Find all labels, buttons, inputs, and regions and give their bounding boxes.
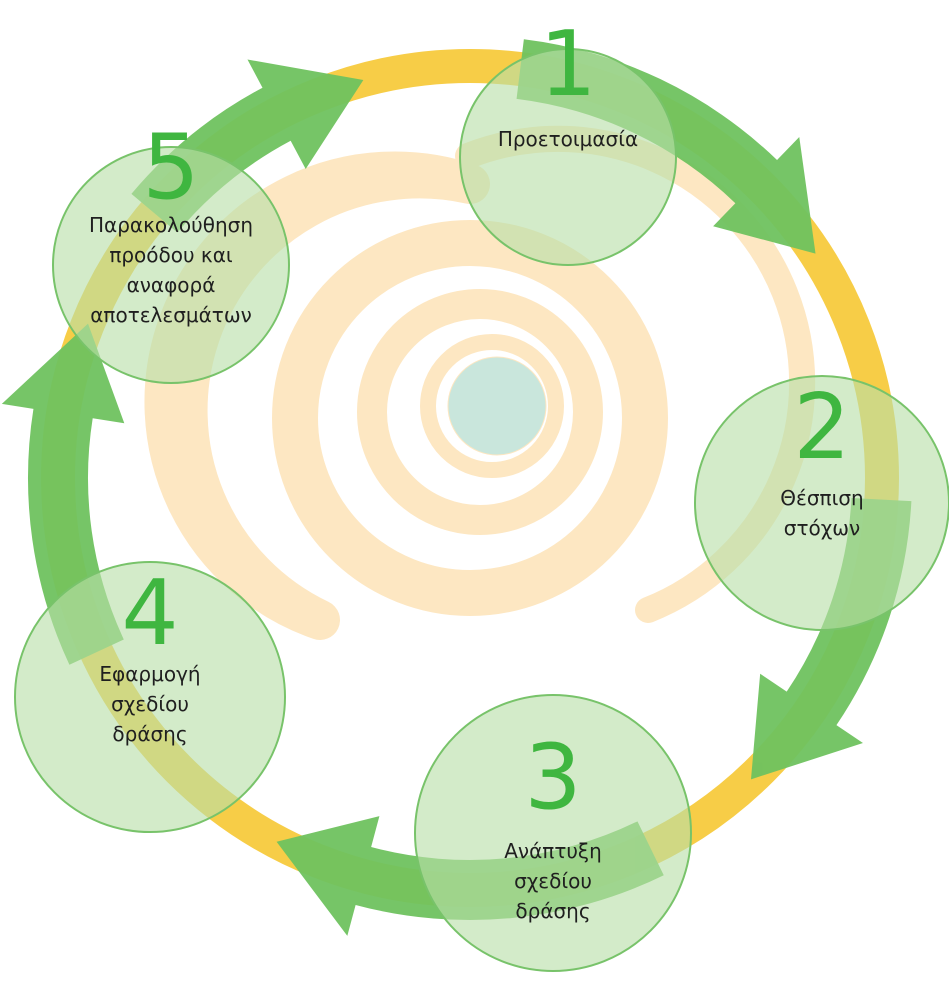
step-label-2-line-1: Θέσπιση (780, 486, 863, 510)
step-label-3-line-2: σχεδίου (514, 869, 592, 893)
step-label-5-line-1: Παρακολούθηση (89, 213, 253, 237)
step-number-4: 4 (121, 561, 178, 666)
step-circle-2 (694, 375, 949, 631)
step-label-4-line-2: σχεδίου (111, 692, 189, 716)
step-circle-1 (459, 48, 677, 266)
step-number-5: 5 (142, 115, 199, 220)
step-label-5-line-2: προόδου και (109, 243, 233, 267)
step-circles (14, 48, 949, 972)
step-label-4-line-1: Εφαρμογή (99, 662, 200, 686)
swirl-arc-outer (455, 125, 816, 623)
swirl-ring-3 (420, 334, 564, 478)
swirl-ring-2 (357, 289, 603, 535)
step-label-1-line-1: Προετοιμασία (498, 127, 638, 151)
step-circle-4 (14, 561, 286, 833)
step-label-3-line-3: δράσης (515, 899, 590, 923)
step-circle-5 (52, 146, 290, 384)
step-label-2-line-2: στόχων (784, 516, 860, 540)
step-number-2: 2 (793, 375, 850, 480)
step-label-3-line-1: Ανάπτυξη (504, 839, 602, 863)
step-number-1: 1 (539, 12, 596, 117)
step-circle-3 (414, 694, 692, 972)
center-dot (447, 356, 547, 456)
step-label-4-line-3: δράσης (112, 722, 187, 746)
step-label-5-line-4: αποτελεσμάτων (90, 303, 252, 327)
swirl-ring-1 (272, 220, 668, 616)
step-label-5-line-3: αναφορά (127, 273, 216, 297)
step-number-3: 3 (524, 725, 581, 830)
